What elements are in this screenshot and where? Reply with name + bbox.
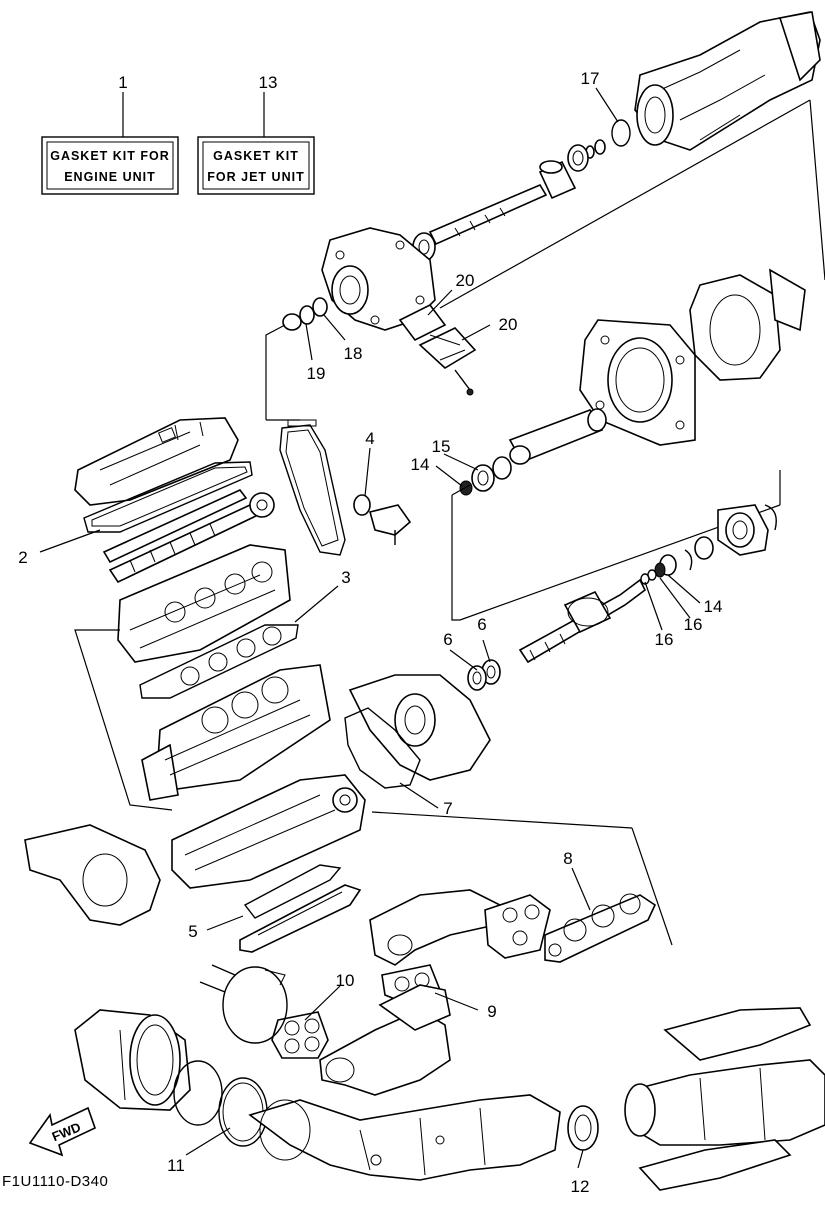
jet-pump-housing — [321, 227, 436, 331]
exhaust-chamber-left — [74, 1009, 191, 1111]
exhaust-gasket-12 — [567, 1105, 599, 1151]
oil-seals-6 — [467, 659, 501, 691]
gasket-kit-jet-box: GASKET KIT FOR JET UNIT — [197, 136, 315, 195]
fwd-arrow-icon: FWD — [28, 1106, 96, 1157]
callout-14b: 14 — [704, 597, 723, 616]
kit-engine-line1: GASKET KIT FOR — [50, 149, 170, 163]
callout-19: 19 — [307, 364, 326, 383]
chain-tensioner-4 — [353, 494, 412, 545]
callout-16a: 16 — [684, 615, 703, 634]
callout-3: 3 — [341, 568, 350, 587]
figure-code: F1U1110-D340 — [2, 1173, 108, 1190]
callout-10: 10 — [336, 971, 355, 990]
callout-20b: 20 — [499, 315, 518, 334]
callout-20a: 20 — [456, 271, 475, 290]
engine-frame-lines — [74, 629, 673, 946]
jet-duct-rear — [689, 268, 806, 381]
callout-13: 13 — [259, 73, 278, 92]
callout-11: 11 — [167, 1156, 185, 1175]
seal-18-19 — [282, 297, 328, 331]
callout-14a: 14 — [411, 455, 430, 474]
gaskets-20 — [398, 303, 477, 396]
oil-pan-gasket-5 — [239, 864, 362, 953]
exhaust-elbow — [319, 984, 451, 1096]
callout-8: 8 — [563, 849, 572, 868]
shaft-tube — [508, 408, 607, 465]
exhaust-manifold — [369, 889, 551, 966]
kit-jet-line2: FOR JET UNIT — [207, 170, 304, 184]
head-gasket-3 — [139, 624, 299, 699]
callout-6b: 6 — [477, 615, 486, 634]
leader-lines — [39, 87, 701, 1169]
impeller-sleeve — [538, 160, 577, 200]
exhaust-gasket-8 — [544, 893, 657, 963]
kit-jet-line1: GASKET KIT — [213, 149, 299, 163]
drive-shaft-lower — [518, 578, 647, 664]
muffler-right — [624, 1007, 825, 1191]
intermediate-housing-ring — [579, 319, 696, 446]
clamp-band — [199, 964, 288, 1044]
coupling-housing — [348, 674, 491, 781]
timing-chain — [279, 419, 346, 556]
gasket-7 — [344, 707, 421, 789]
callout-9: 9 — [487, 1002, 496, 1021]
callout-15: 15 — [432, 437, 451, 456]
cylinder-head — [117, 544, 291, 663]
camshafts — [102, 489, 275, 584]
bearing-14-15 — [459, 456, 512, 496]
bearing-housing-right — [684, 504, 777, 571]
callout-18: 18 — [344, 344, 363, 363]
jet-bearings-small — [567, 139, 606, 172]
callout-2: 2 — [18, 548, 27, 567]
exhaust-gasket-11-rings — [173, 1060, 268, 1147]
crankcase — [171, 774, 366, 889]
callout-4: 4 — [365, 429, 374, 448]
magneto-cover — [24, 824, 161, 926]
callout-16b: 16 — [655, 630, 674, 649]
callout-1: 1 — [118, 73, 127, 92]
o-ring-17 — [611, 119, 631, 147]
seals-14-16-right — [640, 554, 677, 585]
callout-17: 17 — [581, 69, 600, 88]
cylinder-head-cover — [74, 417, 239, 506]
cylinder-block — [141, 664, 331, 801]
exhaust-pipe-long — [248, 1094, 561, 1181]
gasket-kit-engine-box: GASKET KIT FOR ENGINE UNIT — [41, 136, 179, 195]
drive-shaft-top — [412, 183, 548, 262]
callout-5: 5 — [188, 922, 197, 941]
callout-7: 7 — [443, 799, 452, 818]
exhaust-gasket-10 — [271, 1011, 329, 1059]
callout-6a: 6 — [443, 630, 452, 649]
callout-12: 12 — [571, 1177, 590, 1196]
kit-engine-line2: ENGINE UNIT — [64, 170, 156, 184]
head-cover-gasket-2 — [83, 461, 253, 533]
jet-nozzle-housing — [634, 11, 821, 151]
